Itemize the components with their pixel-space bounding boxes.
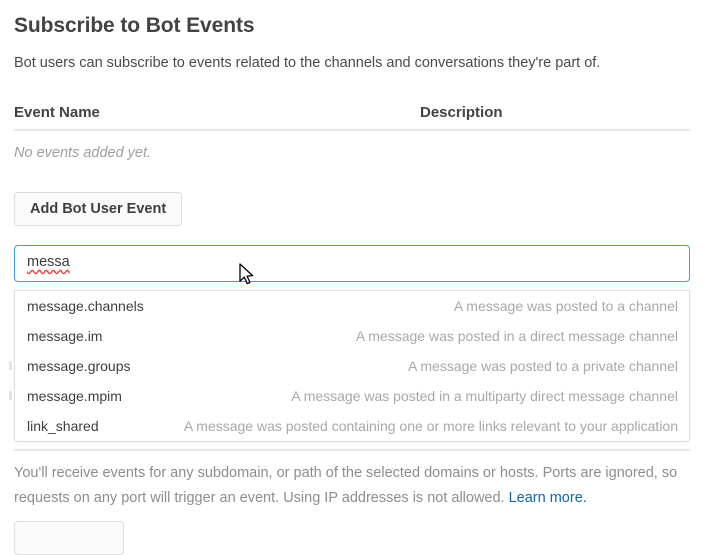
suggestion-event-name: message.mpim xyxy=(27,388,122,404)
subscribe-bot-events-page: Subscribe to Bot Events Bot users can su… xyxy=(9,14,690,555)
list-item[interactable]: message.groups A message was posted to a… xyxy=(15,351,689,381)
background-artifact xyxy=(9,391,12,400)
suggestion-event-name: link_shared xyxy=(27,418,99,434)
section-divider xyxy=(14,449,690,451)
add-bot-user-event-button[interactable]: Add Bot User Event xyxy=(14,192,183,226)
background-artifact xyxy=(9,361,12,370)
event-suggestions-dropdown[interactable]: message.channels A message was posted to… xyxy=(14,290,690,442)
list-item[interactable]: message.channels A message was posted to… xyxy=(15,291,689,321)
page-title: Subscribe to Bot Events xyxy=(14,14,255,37)
suggestion-event-name: message.channels xyxy=(27,298,144,314)
list-item[interactable]: link_shared A message was posted contain… xyxy=(15,411,689,441)
suggestion-event-name: message.groups xyxy=(27,358,131,374)
table-divider xyxy=(14,129,690,131)
suggestion-event-description: A message was posted to a channel xyxy=(453,298,678,314)
column-header-event-name: Event Name xyxy=(14,104,100,121)
column-header-description: Description xyxy=(420,104,503,121)
suggestion-event-description: A message was posted in a direct message… xyxy=(355,328,678,344)
suggestion-event-description: A message was posted to a private channe… xyxy=(407,358,678,374)
suggestion-event-description: A message was posted in a multiparty dir… xyxy=(291,388,678,404)
suggestion-event-description: A message was posted containing one or m… xyxy=(183,418,678,434)
bottom-action-button[interactable] xyxy=(14,521,124,555)
list-item[interactable]: message.im A message was posted in a dir… xyxy=(15,321,689,351)
suggestion-event-name: message.im xyxy=(27,328,103,344)
help-text-body: You'll receive events for any subdomain,… xyxy=(14,465,678,506)
list-item[interactable]: message.mpim A message was posted in a m… xyxy=(15,381,689,411)
page-subtitle: Bot users can subscribe to events relate… xyxy=(14,55,601,71)
event-search-input[interactable] xyxy=(15,246,689,281)
event-search-box[interactable] xyxy=(14,245,690,282)
footer-help-text: You'll receive events for any subdomain,… xyxy=(14,461,686,511)
empty-state-message: No events added yet. xyxy=(14,145,152,161)
learn-more-link[interactable]: Learn more. xyxy=(508,490,587,506)
